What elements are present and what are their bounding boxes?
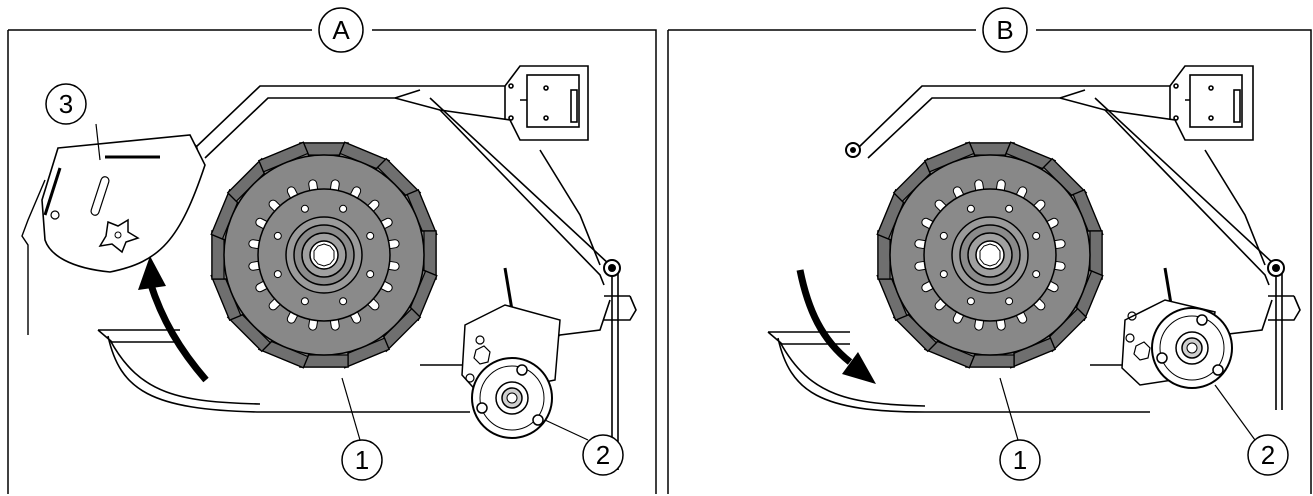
panel-b-frame	[667, 29, 1312, 494]
impeller-b	[877, 142, 1102, 367]
panel-a: A	[7, 7, 657, 494]
bearing-a	[471, 357, 553, 439]
deflector-plate	[21, 134, 206, 335]
rotation-arrow-cw-icon	[796, 269, 876, 384]
svg-text:1: 1	[355, 445, 369, 475]
panel-b-label: B	[996, 15, 1013, 45]
panel-b: B	[667, 7, 1312, 494]
callout-1-b: 1	[999, 439, 1041, 481]
panel-a-frame	[7, 29, 657, 494]
callout-2-b: 2	[1247, 434, 1289, 476]
svg-text:1: 1	[1013, 445, 1027, 475]
star-knob-icon	[98, 218, 140, 254]
callout-1-a: 1	[341, 439, 383, 481]
callout-3: 3	[45, 83, 87, 125]
rotation-arrow-ccw-icon	[138, 256, 209, 383]
housing-a	[97, 65, 637, 470]
svg-text:2: 2	[596, 440, 610, 470]
panel-a-label: A	[332, 15, 350, 45]
impeller-a	[211, 142, 436, 367]
panel-b-label-circle: B	[982, 7, 1028, 53]
callout-2-a: 2	[582, 434, 624, 476]
panel-a-label-circle: A	[318, 7, 364, 53]
svg-text:2: 2	[1261, 440, 1275, 470]
bearing-b	[1151, 307, 1233, 389]
svg-text:3: 3	[59, 89, 73, 119]
